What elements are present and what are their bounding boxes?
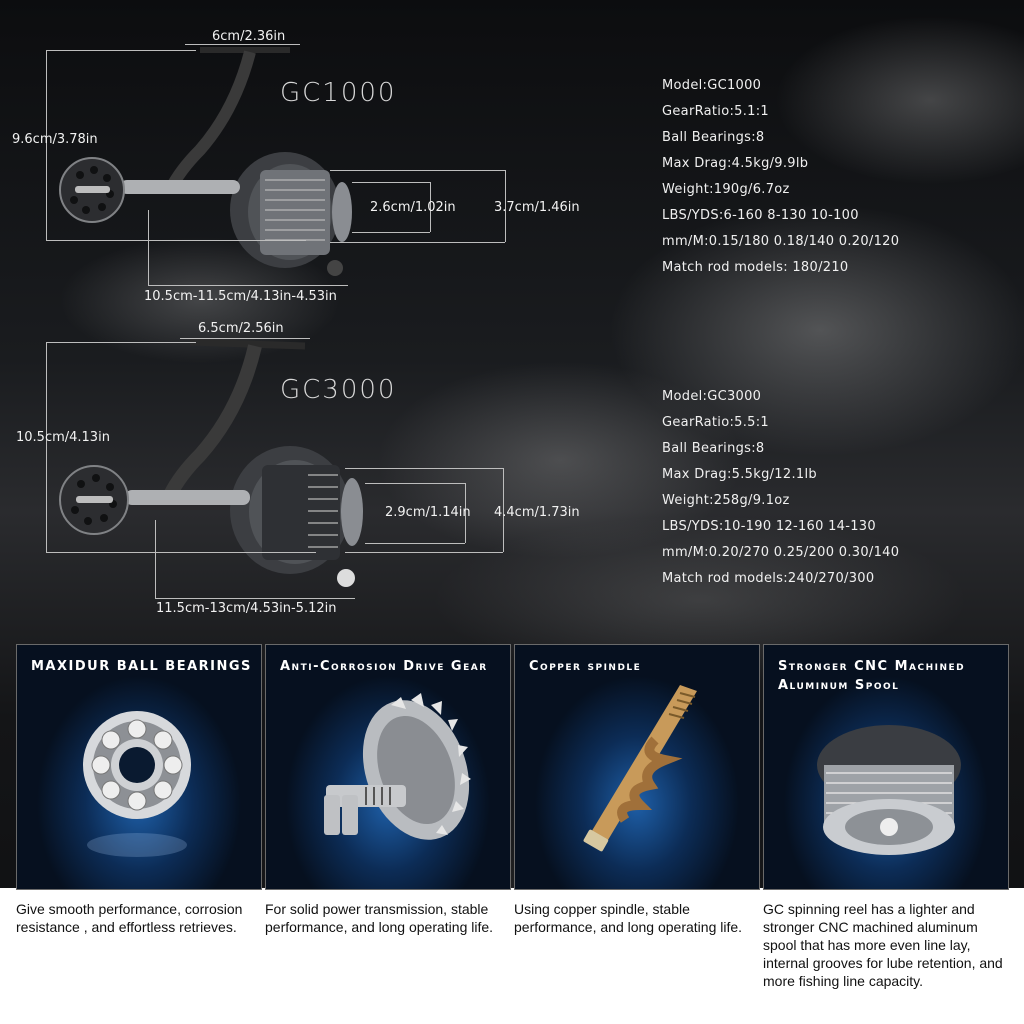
- gc1000-spool-inner-label: 2.6cm/1.02in: [370, 200, 456, 215]
- gc3000-width-line: [180, 338, 310, 339]
- gc1000-spool-outer-bottom: [330, 242, 505, 243]
- gc1000-spool-outer-top: [330, 170, 505, 171]
- spec-model: Model:GC1000: [662, 78, 762, 93]
- feature-panel-ball-bearings: MAXIDUR BALL BEARINGS: [16, 644, 262, 890]
- description-strip: [0, 888, 1024, 1024]
- gc1000-height-top-line: [46, 50, 196, 51]
- feature-title: Copper spindle: [529, 659, 642, 674]
- gc3000-length-line: [155, 598, 355, 599]
- gc3000-spool-inner-top: [365, 483, 465, 484]
- gc1000-spool-inner-bottom: [352, 232, 430, 233]
- spec-match-rod: Match rod models: 180/210: [662, 260, 849, 275]
- gc1000-spec-list: Model:GC1000 GearRatio:5.1:1 Ball Bearin…: [662, 78, 899, 286]
- feature-title: Stronger CNC Machined Aluminum Spool: [778, 659, 966, 693]
- gc3000-height-bottom-line: [46, 552, 316, 553]
- feature-desc-ball-bearings: Give smooth performance, corrosion resis…: [16, 901, 243, 935]
- gc3000-spool-outer-right: [503, 468, 504, 552]
- feature-panel-aluminum-spool: Stronger CNC Machined Aluminum Spool: [763, 644, 1009, 890]
- gc3000-width-label: 6.5cm/2.56in: [198, 321, 284, 336]
- gc3000-spool-inner-right: [465, 483, 466, 543]
- gc3000-spool-inner-bottom: [365, 543, 465, 544]
- spec-ball-bearings: Ball Bearings:8: [662, 130, 765, 145]
- gc3000-height-line: [46, 342, 47, 552]
- feature-desc-drive-gear: For solid power transmission, stable per…: [265, 901, 494, 935]
- gc1000-length-line: [148, 285, 348, 286]
- gc3000-spec-list: Model:GC3000 GearRatio:5.5:1 Ball Bearin…: [662, 389, 899, 597]
- feature-desc-aluminum-spool: GC spinning reel has a lighter and stron…: [763, 901, 1003, 989]
- spec-lbs-yds: LBS/YDS:6-160 8-130 10-100: [662, 208, 859, 223]
- spec-max-drag: Max Drag:4.5kg/9.9lb: [662, 156, 809, 171]
- gc1000-spool-inner-top: [352, 182, 430, 183]
- gc3000-length-left: [155, 520, 156, 598]
- gc1000-title: GC1000: [280, 78, 397, 108]
- gc1000-spool-inner-right: [430, 182, 431, 232]
- gc3000-length-label: 11.5cm-13cm/4.53in-5.12in: [156, 601, 337, 616]
- gc1000-width-line: [185, 44, 300, 45]
- spec-gear-ratio: GearRatio:5.5:1: [662, 415, 769, 430]
- spec-weight: Weight:190g/6.7oz: [662, 182, 790, 197]
- gc1000-width-label: 6cm/2.36in: [212, 29, 286, 44]
- gc1000-length-left: [148, 210, 149, 285]
- gc1000-height-line: [46, 50, 47, 240]
- spec-ball-bearings: Ball Bearings:8: [662, 441, 765, 456]
- feature-panel-drive-gear: Anti-Corrosion Drive Gear: [265, 644, 511, 890]
- spec-mm-m: mm/M:0.20/270 0.25/200 0.30/140: [662, 545, 900, 560]
- gc1000-height-bottom-line: [46, 240, 306, 241]
- gc1000-length-label: 10.5cm-11.5cm/4.13in-4.53in: [144, 289, 337, 304]
- spec-max-drag: Max Drag:5.5kg/12.1lb: [662, 467, 817, 482]
- spec-weight: Weight:258g/9.1oz: [662, 493, 790, 508]
- spec-mm-m: mm/M:0.15/180 0.18/140 0.20/120: [662, 234, 900, 249]
- feature-title: MAXIDUR BALL BEARINGS: [31, 659, 252, 674]
- spec-model: Model:GC3000: [662, 389, 762, 404]
- spec-gear-ratio: GearRatio:5.1:1: [662, 104, 769, 119]
- gc3000-height-top-line: [46, 342, 196, 343]
- gc1000-height-label: 9.6cm/3.78in: [12, 132, 98, 147]
- feature-title: Anti-Corrosion Drive Gear: [280, 659, 488, 674]
- gc3000-spool-inner-label: 2.9cm/1.14in: [385, 505, 471, 520]
- gc3000-spool-outer-bottom: [345, 552, 503, 553]
- gc3000-reel-image: [59, 338, 363, 587]
- gc3000-spool-outer-label: 4.4cm/1.73in: [494, 505, 580, 520]
- spec-lbs-yds: LBS/YDS:10-190 12-160 14-130: [662, 519, 876, 534]
- feature-panel-copper-spindle: Copper spindle: [514, 644, 760, 890]
- gc3000-height-label: 10.5cm/4.13in: [16, 430, 110, 445]
- gc3000-spool-outer-top: [345, 468, 503, 469]
- feature-desc-copper-spindle: Using copper spindle, stable performance…: [514, 901, 743, 935]
- gc1000-spool-outer-label: 3.7cm/1.46in: [494, 200, 580, 215]
- spec-match-rod: Match rod models:240/270/300: [662, 571, 875, 586]
- gc1000-spool-outer-right: [505, 170, 506, 242]
- gc1000-reel-image: [59, 47, 352, 276]
- gc3000-title: GC3000: [280, 375, 397, 405]
